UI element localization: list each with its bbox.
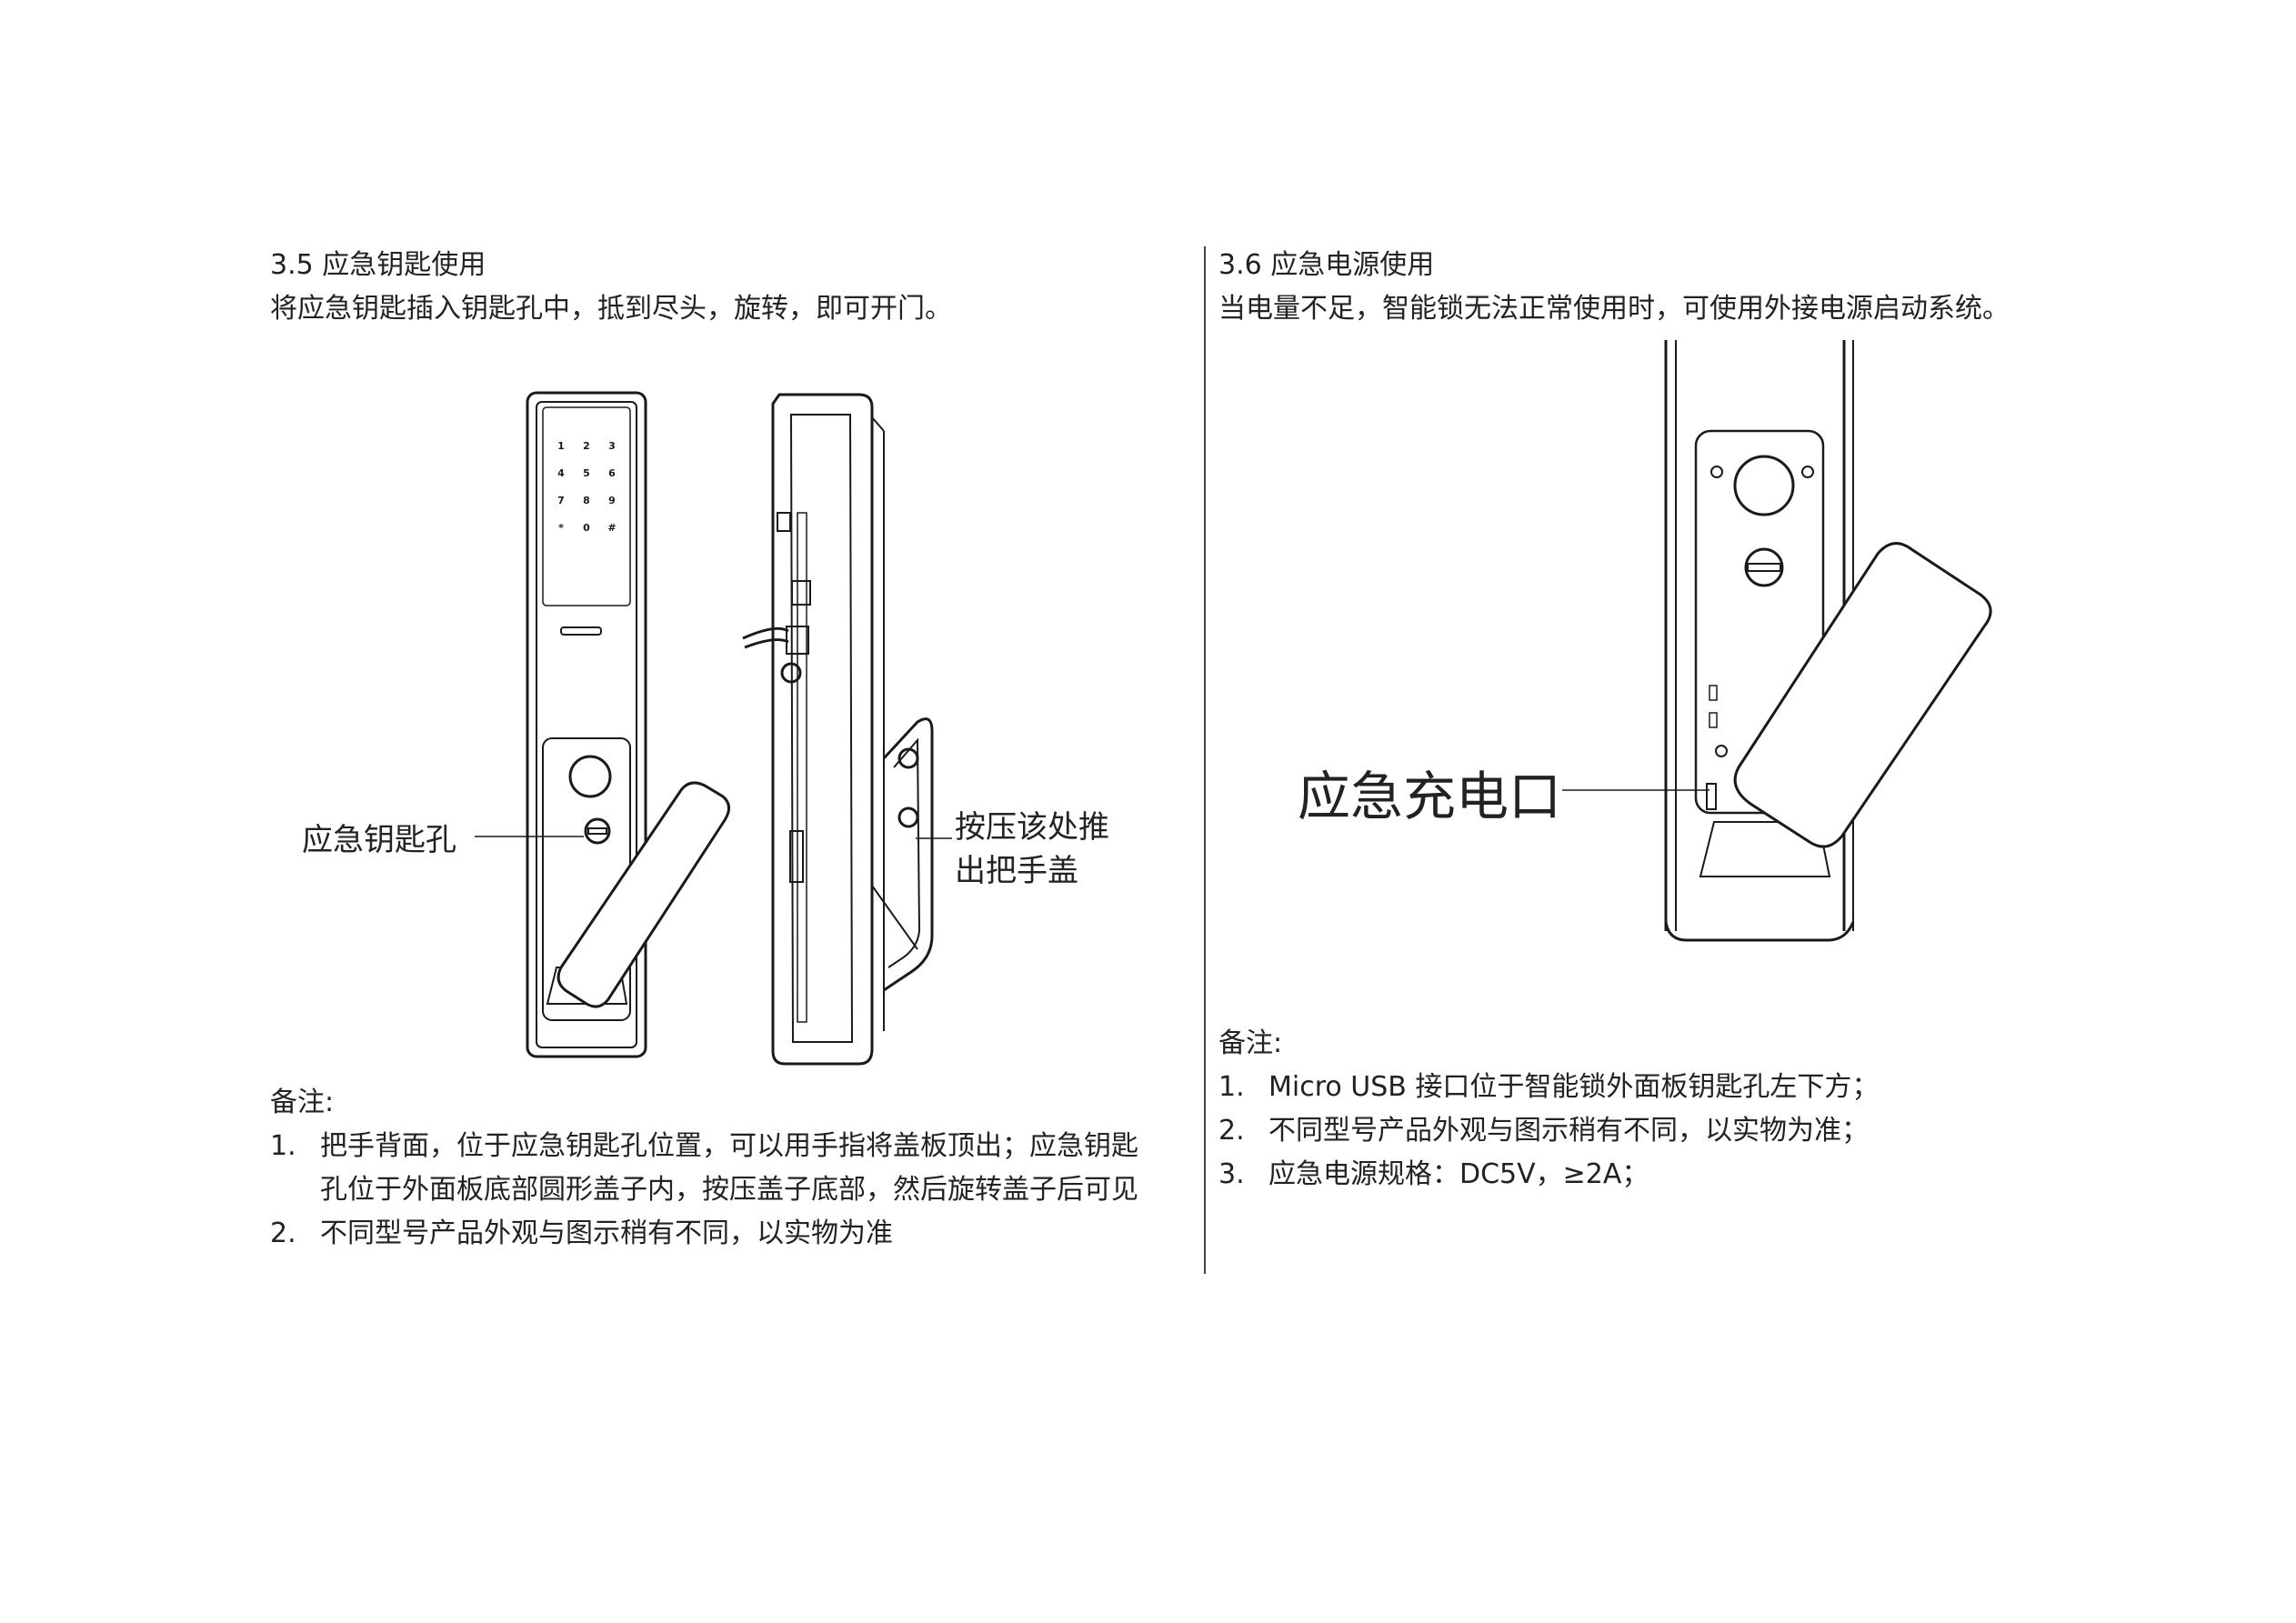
keypad-digit: 4 xyxy=(557,467,565,479)
keypad-digits: 1 2 3 4 5 6 7 8 9 * 0 # xyxy=(557,440,616,534)
list-item: 2. 不同型号产品外观与图示稍有不同，以实物为准； xyxy=(1218,1115,1869,1147)
section-title: 3.6 应急电源使用 xyxy=(1218,249,1435,281)
section-emergency-power: 3.6 应急电源使用 当电量不足，智能锁无法正常使用时，可使用外接电源启动系统。 xyxy=(1218,244,2146,1197)
column-divider xyxy=(1204,246,1206,1274)
keypad-digit: 6 xyxy=(608,467,616,479)
callout-keyhole: 应急钥匙孔 xyxy=(302,822,456,858)
keypad-digit: 7 xyxy=(557,495,565,506)
side-panel-drawing xyxy=(742,393,934,1066)
list-item: 1. 把手背面，位于应急钥匙孔位置，可以用手指将盖板顶出；应急钥匙 孔位于外面板… xyxy=(270,1130,1138,1206)
keypad-digit: * xyxy=(558,522,564,534)
notes-title: 备注: xyxy=(1218,1027,1283,1059)
lock-bottom-illustration xyxy=(1562,340,1992,942)
keypad-digit: 5 xyxy=(583,467,590,479)
section-emergency-key: 3.5 应急钥匙使用 将应急钥匙插入钥匙孔中，抵到尽头，旋转，即可开门。 xyxy=(270,244,1198,1256)
keypad-digit: 1 xyxy=(557,440,565,452)
notes-list: 1. 把手背面，位于应急钥匙孔位置，可以用手指将盖板顶出；应急钥匙 孔位于外面板… xyxy=(270,1125,1198,1256)
keypad-digit: 3 xyxy=(608,440,616,452)
lock-illustration: 1 2 3 4 5 6 7 8 9 * 0 # xyxy=(475,391,952,1066)
notes-title: 备注: xyxy=(270,1087,335,1118)
keypad-digit: 0 xyxy=(583,522,590,534)
lock-figure-power: 应急充电口 xyxy=(1218,331,2146,1022)
keypad-digit: # xyxy=(607,522,616,534)
front-panel-drawing xyxy=(526,391,730,1058)
keypad-digit: 2 xyxy=(583,440,590,452)
section-intro: 将应急钥匙插入钥匙孔中，抵到尽头，旋转，即可开门。 xyxy=(270,293,952,325)
lock-figure-key: 1 2 3 4 5 6 7 8 9 * 0 # 应急钥匙孔 按压该处推 出把手盖 xyxy=(270,331,1198,1081)
list-item: 1. Micro USB 接口位于智能锁外面板钥匙孔左下方； xyxy=(1218,1071,1880,1103)
section-title: 3.5 应急钥匙使用 xyxy=(270,249,486,281)
notes-list: 1. Micro USB 接口位于智能锁外面板钥匙孔左下方； 2. 不同型号产品… xyxy=(1218,1066,2146,1197)
section-intro: 当电量不足，智能锁无法正常使用时，可使用外接电源启动系统。 xyxy=(1218,293,2010,325)
keypad-digit: 8 xyxy=(583,495,590,506)
keypad-digit: 9 xyxy=(608,495,616,506)
list-item: 2. 不同型号产品外观与图示稍有不同，以实物为准 xyxy=(270,1217,893,1249)
list-item: 3. 应急电源规格：DC5V，≥2A； xyxy=(1218,1158,1649,1190)
callout-push-cover: 按压该处推 出把手盖 xyxy=(955,809,1109,889)
callout-charge-port: 应急充电口 xyxy=(1298,766,1562,827)
